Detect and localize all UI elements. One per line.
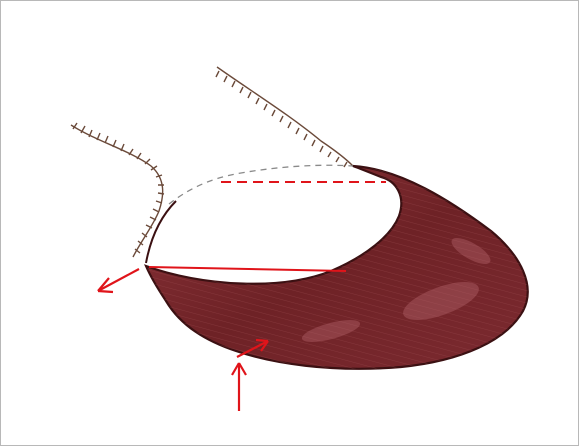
hair-strand-right — [216, 67, 353, 167]
opening-rim — [146, 201, 176, 263]
hair-strand-left — [71, 123, 164, 257]
arrow-vertical-up — [232, 363, 246, 411]
arrow-left-outward — [98, 269, 139, 292]
dashed-gray-curve — [169, 165, 353, 204]
solid-red-line — [149, 267, 346, 271]
